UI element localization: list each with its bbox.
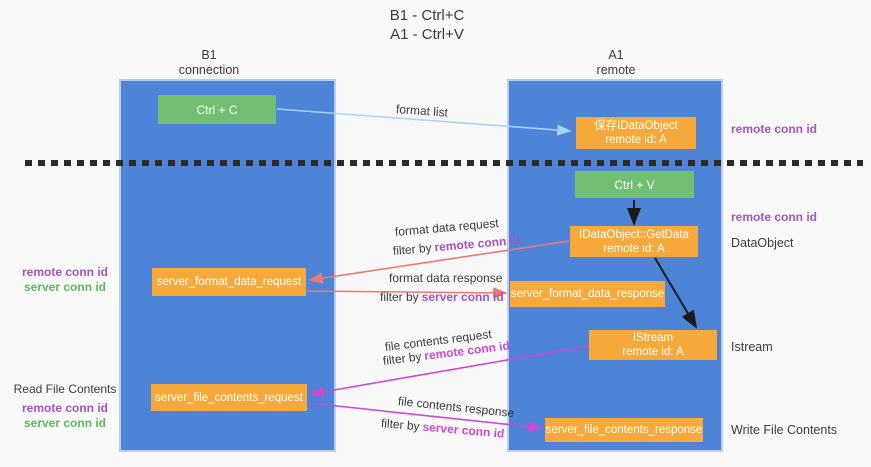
diagram-title: B1 - Ctrl+C A1 - Ctrl+V bbox=[0, 6, 854, 44]
machine-boundary-dashed-line bbox=[25, 160, 863, 166]
node-label-line1: 保存IDataObject bbox=[594, 120, 678, 132]
node-istream: IStream remote id: A bbox=[589, 330, 717, 360]
node-ctrl-v: Ctrl + V bbox=[575, 171, 694, 198]
label-dataobject: DataObject bbox=[731, 236, 794, 250]
left-conn-id-labels-top: remote conn id server conn id bbox=[10, 265, 120, 295]
label-remote-conn-id-right-mid: remote conn id bbox=[731, 210, 818, 224]
node-label-line2: remote id: A bbox=[603, 242, 665, 255]
node-server-file-contents-request: server_file_contents_request bbox=[151, 384, 307, 411]
server-conn-id-highlight: server conn id bbox=[421, 290, 504, 304]
node-idataobject-getdata: IDataObject::GetData remote id: A bbox=[570, 226, 698, 257]
node-label-line2: remote id: A bbox=[622, 346, 684, 358]
node-label: Ctrl + V bbox=[614, 177, 655, 192]
node-label-line2: remote id: A bbox=[605, 134, 667, 146]
node-label-line1: IStream bbox=[632, 332, 674, 344]
label-server-conn-id-left-bottom: server conn id bbox=[23, 416, 107, 430]
node-ctrl-c: Ctrl + C bbox=[158, 95, 276, 124]
node-save-idataobject: 保存IDataObject remote id: A bbox=[576, 117, 696, 149]
node-label: server_format_data_response bbox=[510, 288, 665, 300]
lane-subtitle: remote bbox=[596, 63, 636, 77]
label-write-file-contents: Write File Contents bbox=[731, 423, 838, 437]
title-line-1: B1 - Ctrl+C bbox=[389, 7, 465, 24]
lane-subtitle: connection bbox=[178, 63, 240, 77]
lane-header-a1-remote: A1 remote bbox=[546, 48, 686, 78]
node-label: server_format_data_request bbox=[156, 276, 302, 288]
annotation-format-list: format list bbox=[395, 102, 449, 120]
label-remote-conn-id-left-top: remote conn id bbox=[21, 265, 108, 279]
label-remote-conn-id-right-top: remote conn id bbox=[731, 122, 818, 136]
annotation-file-contents-response: file contents response bbox=[397, 394, 515, 421]
title-line-2: A1 - Ctrl+V bbox=[390, 26, 464, 43]
lane-title: B1 bbox=[201, 48, 217, 62]
node-label-line1: IDataObject::GetData bbox=[579, 228, 689, 241]
lane-title: A1 bbox=[608, 48, 624, 62]
server-conn-id-highlight: server conn id bbox=[421, 419, 505, 441]
label-istream: Istream bbox=[731, 340, 773, 354]
filter-by-text: filter by bbox=[380, 290, 419, 304]
node-server-file-contents-response: server_file_contents_response bbox=[545, 418, 703, 442]
node-server-format-data-request: server_format_data_request bbox=[152, 268, 306, 296]
label-remote-conn-id-left-bottom: remote conn id bbox=[21, 401, 108, 415]
label-server-conn-id-left-top: server conn id bbox=[23, 280, 107, 294]
node-label: server_file_contents_response bbox=[545, 424, 703, 436]
node-label: server_file_contents_request bbox=[155, 391, 303, 404]
filter-by-text: filter by bbox=[392, 240, 433, 258]
filter-by-text: filter by bbox=[380, 416, 421, 434]
node-label: Ctrl + C bbox=[196, 102, 238, 117]
node-server-format-data-response: server_format_data_response bbox=[510, 281, 665, 307]
label-read-file-contents: Read File Contents bbox=[13, 382, 117, 396]
lane-header-b1-connection: B1 connection bbox=[139, 48, 279, 78]
left-conn-id-labels-bottom: Read File Contents remote conn id server… bbox=[10, 382, 120, 431]
annotation-format-data-response: format data response bbox=[389, 271, 503, 285]
